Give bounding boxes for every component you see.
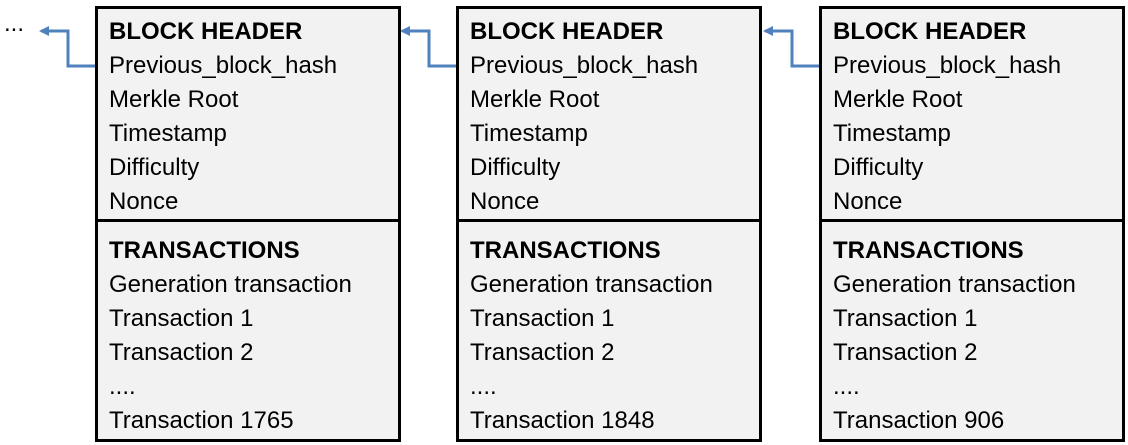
block-3: BLOCK HEADER Previous_block_hash Merkle … bbox=[819, 6, 1125, 442]
transaction-item: Transaction 1848 bbox=[470, 407, 655, 434]
transaction-ellipsis: .... bbox=[109, 373, 136, 400]
block-header-section: BLOCK HEADER Previous_block_hash Merkle … bbox=[822, 9, 1122, 216]
transaction-item: Transaction 2 bbox=[833, 339, 978, 366]
transactions-section: TRANSACTIONS Generation transaction Tran… bbox=[459, 219, 759, 439]
previous-block-hash-field: Previous_block_hash bbox=[833, 52, 1062, 79]
block-header-section: BLOCK HEADER Previous_block_hash Merkle … bbox=[459, 9, 759, 216]
nonce-field: Nonce bbox=[470, 188, 540, 215]
block-header-title: BLOCK HEADER bbox=[109, 18, 303, 45]
transaction-item: Transaction 2 bbox=[109, 339, 254, 366]
arrow-block1-to-previous bbox=[39, 26, 95, 68]
chain-continuation-ellipsis: ... bbox=[4, 10, 25, 37]
transactions-section: TRANSACTIONS Generation transaction Tran… bbox=[98, 219, 398, 439]
difficulty-field: Difficulty bbox=[833, 154, 924, 181]
previous-block-hash-field: Previous_block_hash bbox=[109, 52, 338, 79]
transactions-section: TRANSACTIONS Generation transaction Tran… bbox=[822, 219, 1122, 439]
block-header-title: BLOCK HEADER bbox=[470, 18, 664, 45]
transaction-item: Generation transaction bbox=[109, 271, 352, 298]
transactions-title: TRANSACTIONS bbox=[470, 237, 661, 264]
transaction-item: Transaction 1765 bbox=[109, 407, 294, 434]
timestamp-field: Timestamp bbox=[833, 120, 951, 147]
timestamp-field: Timestamp bbox=[109, 120, 227, 147]
transaction-item: Transaction 906 bbox=[833, 407, 1005, 434]
transaction-item: Transaction 2 bbox=[470, 339, 615, 366]
difficulty-field: Difficulty bbox=[109, 154, 200, 181]
transaction-ellipsis: .... bbox=[833, 373, 860, 400]
nonce-field: Nonce bbox=[833, 188, 903, 215]
block-1: BLOCK HEADER Previous_block_hash Merkle … bbox=[95, 6, 401, 442]
transactions-title: TRANSACTIONS bbox=[833, 237, 1024, 264]
transaction-item: Transaction 1 bbox=[109, 305, 254, 332]
previous-block-hash-field: Previous_block_hash bbox=[470, 52, 699, 79]
nonce-field: Nonce bbox=[109, 188, 179, 215]
transactions-title: TRANSACTIONS bbox=[109, 237, 300, 264]
difficulty-field: Difficulty bbox=[470, 154, 561, 181]
block-2: BLOCK HEADER Previous_block_hash Merkle … bbox=[456, 6, 762, 442]
block-header-section: BLOCK HEADER Previous_block_hash Merkle … bbox=[98, 9, 398, 216]
merkle-root-field: Merkle Root bbox=[470, 86, 600, 113]
transaction-item: Generation transaction bbox=[833, 271, 1076, 298]
transaction-item: Transaction 1 bbox=[833, 305, 978, 332]
block-header-title: BLOCK HEADER bbox=[833, 18, 1027, 45]
timestamp-field: Timestamp bbox=[470, 120, 588, 147]
transaction-item: Generation transaction bbox=[470, 271, 713, 298]
arrow-block3-to-block2 bbox=[763, 26, 819, 68]
merkle-root-field: Merkle Root bbox=[833, 86, 963, 113]
transaction-ellipsis: .... bbox=[470, 373, 497, 400]
transaction-item: Transaction 1 bbox=[470, 305, 615, 332]
merkle-root-field: Merkle Root bbox=[109, 86, 239, 113]
arrow-block2-to-block1 bbox=[400, 26, 456, 68]
